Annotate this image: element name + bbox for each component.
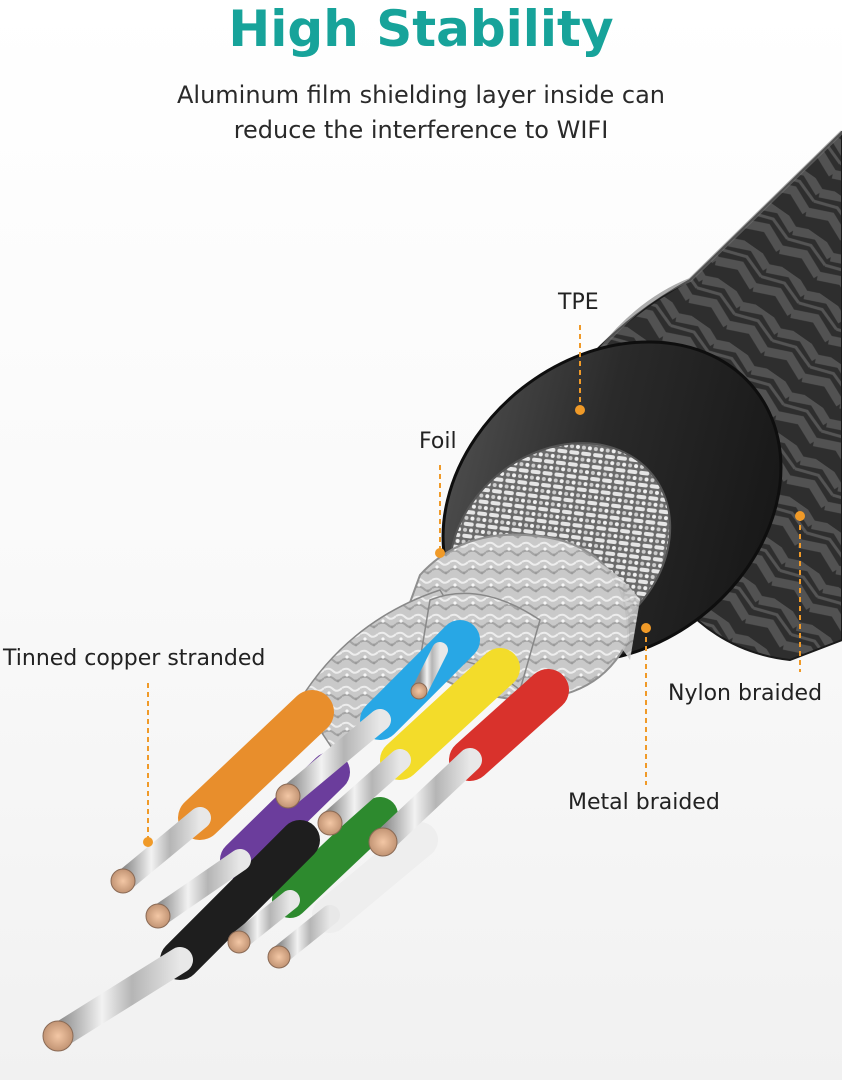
subtitle-line-2: reduce the interference to WIFI — [233, 116, 609, 144]
tinned-copper-strands — [47, 642, 482, 1048]
callout-label-metal-braided: Metal braided — [568, 790, 720, 815]
callout-label-tpe: TPE — [558, 290, 599, 315]
callout-label-foil: Foil — [419, 429, 457, 454]
callout-label-nylon-braided: Nylon braided — [668, 681, 823, 706]
strand-tips — [42, 682, 428, 1052]
insulated-wires — [160, 620, 569, 980]
callout-lines — [143, 325, 805, 847]
page-title: High Stability — [228, 0, 614, 58]
callout-label-tinned-copper: Tinned copper stranded — [3, 646, 266, 671]
subtitle-line-1: Aluminum film shielding layer inside can — [177, 81, 665, 109]
